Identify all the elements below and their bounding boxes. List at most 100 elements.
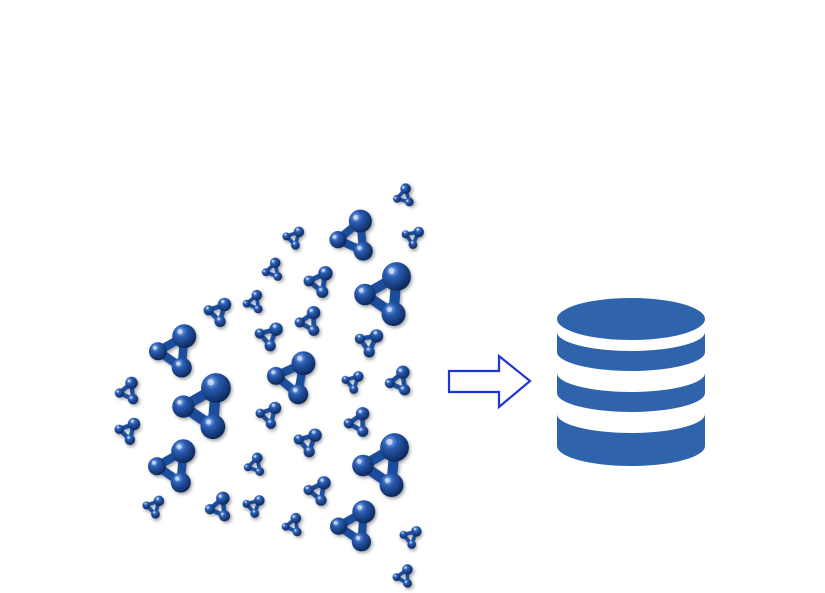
network-node: [171, 439, 196, 464]
node-highlight: [255, 306, 258, 309]
network-node: [363, 346, 375, 358]
node-highlight: [319, 288, 322, 291]
network-graph-icon: [255, 401, 282, 429]
node-highlight: [127, 379, 131, 383]
network-graph-icon: [392, 564, 413, 588]
network-node: [291, 351, 316, 376]
network-node: [171, 357, 192, 378]
node-highlight: [318, 496, 321, 500]
network-graph-icon: [303, 266, 333, 298]
network-node: [217, 297, 232, 312]
network-graph-icon: [203, 297, 232, 328]
node-highlight: [271, 370, 276, 375]
node-highlight: [207, 379, 215, 386]
network-graph-icon: [399, 526, 422, 549]
node-highlight: [398, 368, 402, 372]
node-highlight: [177, 399, 182, 405]
node-highlight: [272, 324, 276, 328]
node-highlight: [127, 436, 130, 439]
node-highlight: [355, 536, 361, 541]
network-node: [172, 324, 197, 349]
node-highlight: [351, 386, 354, 389]
node-highlight: [284, 233, 287, 236]
node-highlight: [311, 430, 315, 434]
network-graph-icon: [114, 417, 141, 445]
node-highlight: [310, 327, 313, 330]
network-node: [400, 183, 411, 194]
node-highlight: [388, 267, 395, 275]
network-graph-icon: [204, 491, 231, 522]
node-highlight: [296, 436, 299, 439]
network-node: [114, 424, 124, 434]
network-node: [269, 322, 283, 336]
network-node: [255, 467, 265, 476]
network-node: [148, 457, 166, 476]
node-highlight: [406, 199, 409, 202]
node-highlight: [294, 529, 297, 532]
network-node: [203, 305, 214, 316]
node-highlight: [217, 317, 220, 321]
node-highlight: [220, 512, 224, 516]
node-highlight: [404, 580, 407, 583]
network-node: [268, 401, 282, 415]
network-node: [413, 226, 425, 238]
network-graph-icon: [142, 495, 165, 519]
network-graph-icon: [329, 209, 373, 261]
network-node: [399, 530, 408, 539]
network-graph-icon: [384, 365, 411, 396]
network-node: [250, 509, 260, 518]
network-node: [124, 434, 136, 445]
node-highlight: [357, 245, 362, 251]
node-highlight: [358, 288, 364, 293]
node-highlight: [116, 390, 119, 393]
node-highlight: [332, 235, 337, 239]
node-highlight: [345, 420, 348, 423]
network-graph-icon: [303, 476, 331, 506]
node-highlight: [306, 277, 309, 280]
node-highlight: [384, 477, 390, 484]
network-graph-icon: [341, 371, 364, 394]
network-node: [329, 517, 348, 535]
node-highlight: [343, 377, 346, 379]
network-node: [354, 283, 376, 306]
network-node: [349, 385, 359, 394]
node-highlight: [271, 260, 275, 263]
network-node: [380, 433, 409, 462]
network-node: [293, 226, 305, 238]
node-highlight: [359, 428, 362, 431]
node-highlight: [292, 387, 298, 393]
network-graph-icon: [281, 512, 302, 537]
node-highlight: [244, 301, 246, 304]
network-node: [151, 509, 160, 519]
network-node: [393, 194, 401, 203]
node-highlight: [356, 459, 362, 464]
node-highlight: [321, 268, 325, 273]
network-graph-icon: [148, 439, 196, 493]
node-highlight: [130, 419, 134, 423]
network-node: [354, 333, 365, 344]
network-node: [293, 434, 304, 445]
network-node: [291, 240, 300, 250]
node-highlight: [156, 497, 159, 500]
network-node: [353, 371, 364, 382]
node-highlight: [175, 476, 180, 481]
network-node: [269, 257, 281, 269]
network-node: [381, 302, 406, 326]
node-highlight: [151, 460, 156, 465]
network-node: [142, 501, 151, 510]
network-graph-icon: [242, 495, 265, 518]
network-graph-icon: [242, 289, 263, 314]
node-highlight: [152, 345, 157, 350]
network-graph-icon: [352, 433, 409, 497]
network-node: [264, 340, 276, 352]
network-node: [401, 230, 410, 239]
node-highlight: [177, 329, 183, 335]
node-highlight: [373, 331, 377, 335]
node-highlight: [404, 566, 407, 569]
node-highlight: [353, 214, 359, 221]
node-highlight: [221, 300, 225, 304]
network-node: [170, 472, 191, 493]
node-highlight: [292, 515, 295, 518]
node-highlight: [411, 241, 414, 244]
node-highlight: [153, 511, 156, 514]
